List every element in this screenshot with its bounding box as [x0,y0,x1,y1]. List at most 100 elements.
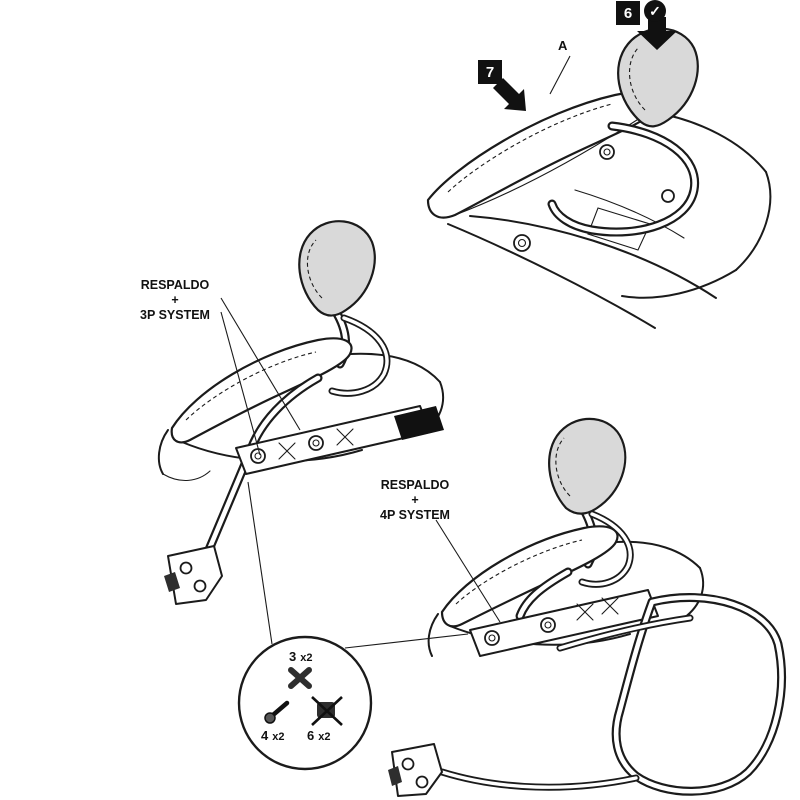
grab-rail-tube [330,316,389,395]
respaldo-3p-line1: RESPALDO [140,278,210,292]
backrest-seat-assembly-illustration [426,17,772,329]
backrest-cushion [548,417,627,515]
seat-stitching [447,103,613,193]
plate-bolt [308,435,324,451]
seat-cushion [170,337,353,444]
bracket-outline [167,545,223,605]
mount-washer-center [603,148,611,156]
seat-4p [440,525,619,628]
plate-bolt-center [254,452,262,460]
tail-line [349,352,441,383]
screw-head [264,712,276,724]
part-3-qty: x2 [300,652,313,664]
plate-hatch [576,597,619,621]
respaldo-4p-line3: 4P SYSTEM [380,508,450,522]
lower-cowl-line [447,223,656,329]
front-cowl-line [162,470,211,481]
backrest-pad-4p [548,417,627,515]
part-3-clip-icon [288,667,312,689]
backrest-cushion [298,220,376,317]
part-6-qty: x2 [318,731,331,743]
rubber-buffer [394,406,444,440]
seat-top [426,91,658,219]
front-cowl-line [427,613,439,657]
checkmark-icon: ✓ [644,0,666,22]
screw-shaft [270,700,290,718]
side-case-frame-4p [438,593,786,796]
lower-bracket-3p [164,545,223,605]
seat-cushion [440,525,619,628]
cross-out-icon [311,696,343,726]
accent-line [574,189,685,239]
callout-leader-line [220,311,261,456]
bracket-outline [391,743,443,797]
part-4-number: 4 [261,728,269,743]
callout-leader-line [220,297,301,431]
step-6-arrow-icon [637,17,677,50]
mount-bolt [661,189,675,203]
plate-hatch [278,428,354,460]
grab-rail-tube [549,123,697,235]
backrest-stitching [629,47,646,111]
tail-line [683,567,705,619]
respaldo-4p-line1: RESPALDO [380,478,450,492]
callout-leader-line [435,519,501,623]
under-seat-line [469,215,717,299]
backrest-pad-3p [298,220,376,317]
backrest-pad-top [617,27,699,128]
bracket-bolt [179,561,193,575]
front-cowl-line [157,429,169,475]
respaldo-3p-label: RESPALDO + 3P SYSTEM [128,278,222,323]
bracket-bolt [401,757,415,771]
part-6-number: 6 [307,728,315,743]
plate-bolt [484,630,500,646]
seat-stitching [185,351,317,421]
plate-bolt [540,617,556,633]
backrest-stitching [306,239,323,299]
part-4-qty: x2 [272,731,285,743]
bracket-spacer [388,766,402,786]
part-3-number: 3 [289,649,297,664]
mounting-hardware-top [513,144,675,252]
step-7-badge: 7 [478,60,502,84]
support-tubes-4p [515,510,634,621]
seat-3p [170,337,353,444]
plate-bolt-center [488,634,496,642]
lower-tube [440,770,638,789]
mount-bolt [513,234,531,252]
mounting-plate-3p [235,405,444,475]
detail-circle-outline [237,635,373,771]
respaldo-4p-label: RESPALDO + 4P SYSTEM [368,478,462,523]
step-6-badge: 6 [616,1,640,25]
seat-cushion [426,91,658,219]
cross-tube [558,616,692,650]
seat-stitching [455,539,583,605]
clip-shape [288,667,312,689]
part-a-label: A [558,38,568,53]
part-4-screw-icon [264,700,290,724]
bracket-bolt [415,775,429,789]
mount-bolt-center [517,238,527,248]
plate-bolt-center [544,621,552,629]
part-6-spacer-icon [311,696,343,726]
bracket-bolt [193,579,207,593]
part-a-leader-line [549,55,571,95]
side-frame-tube [613,595,784,794]
respaldo-3p-illustration [157,220,445,605]
respaldo-4p-line2: + [411,493,419,507]
grab-rail-tube [580,512,632,586]
tail-line [735,171,772,271]
bracket-spacer [164,572,180,592]
plate-bolt-center [312,439,320,447]
magnifier-line [247,481,273,645]
mounting-plate-4p [469,589,659,657]
fastener-detail-circle [237,481,469,771]
seat-edge-line [454,117,641,216]
respaldo-3p-line2: + [171,293,179,307]
lower-bracket-4p [388,743,443,797]
stay-tube [517,569,571,619]
magnifier-line [344,633,469,649]
